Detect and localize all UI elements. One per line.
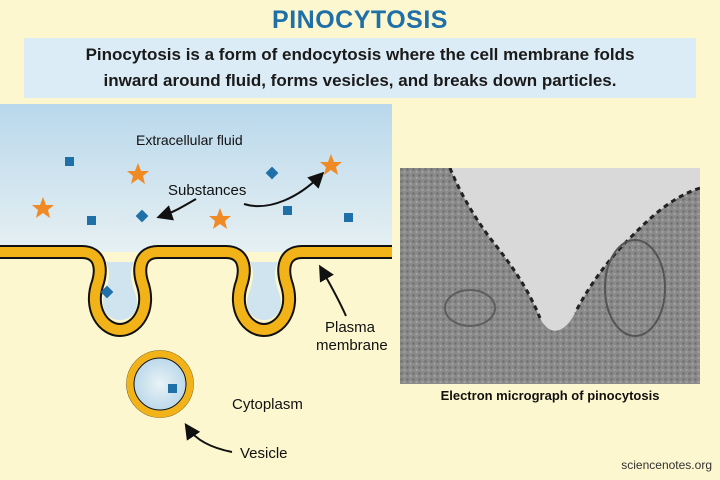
electron-micrograph: [400, 168, 700, 384]
vesicle-inner-outline: [133, 357, 187, 411]
plasma-membrane-arrow: [319, 264, 347, 317]
particle-square: [168, 384, 177, 393]
micrograph-lumen: [450, 168, 700, 331]
page-title: PINOCYTOSIS: [272, 6, 448, 34]
particle-square: [65, 157, 74, 166]
label-cytoplasm: Cytoplasm: [232, 396, 303, 413]
label-membrane: membrane: [316, 337, 388, 354]
substances-arrow-left: [156, 198, 197, 221]
plasma-membrane-fill: [0, 247, 392, 335]
subtitle-line-1: Pinocytosis is a form of endocytosis whe…: [85, 45, 635, 64]
subtitle: Pinocytosis is a form of endocytosis whe…: [24, 42, 696, 94]
micrograph-caption: Electron micrograph of pinocytosis: [440, 388, 660, 403]
label-vesicle: Vesicle: [240, 445, 288, 462]
label-extracellular-fluid: Extracellular fluid: [136, 132, 243, 148]
label-plasma: Plasma: [325, 319, 376, 336]
subtitle-box: [24, 38, 696, 98]
particle-square: [87, 216, 96, 225]
substances-arrow-right: [243, 171, 325, 208]
micrograph-organelle: [444, 289, 496, 327]
vesicle-membrane: [126, 350, 194, 418]
label-substances: Substances: [168, 182, 246, 199]
particle-star: [127, 163, 149, 184]
source-credit: sciencenotes.org: [621, 458, 712, 472]
micrograph-organelle: [604, 239, 666, 337]
subtitle-line-2: inward around fluid, forms vesicles, and…: [103, 71, 617, 90]
extracellular-fluid-region: [0, 104, 392, 252]
micrograph-image: [400, 168, 700, 384]
particle-star: [209, 208, 231, 229]
particle-diamond: [135, 209, 149, 223]
pocket-fluid-left: [103, 262, 137, 320]
micrograph-membrane-edge: [448, 168, 700, 319]
particle-star: [32, 197, 54, 218]
particle-diamond: [100, 285, 114, 299]
particle-square: [283, 206, 292, 215]
particle-diamond: [265, 166, 279, 180]
particle-square: [344, 213, 353, 222]
vesicle-arrow: [184, 423, 233, 453]
particle-star: [320, 154, 342, 175]
pocket-fluid-right: [247, 262, 281, 320]
